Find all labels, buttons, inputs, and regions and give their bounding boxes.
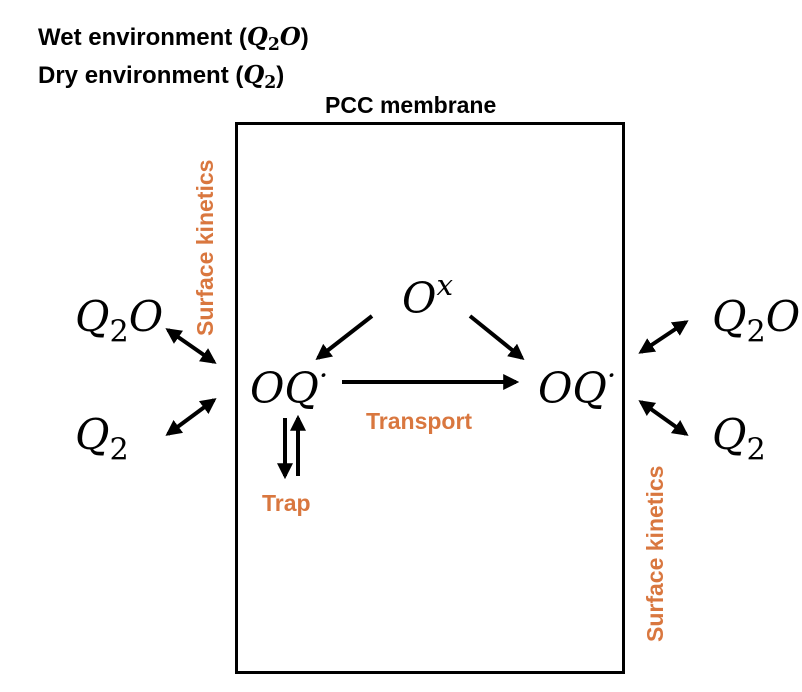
membrane-title: PCC membrane	[325, 92, 497, 118]
legend-wet-text: Wet environment (	[38, 24, 247, 51]
legend-wet-formula: Q2O	[246, 22, 301, 56]
legend-dry-formula: Q2	[243, 60, 277, 94]
legend-wet: Wet environment (Q2O)	[38, 22, 309, 56]
q2-left: Q2	[75, 410, 129, 468]
legend-dry: Dry environment (Q2)	[38, 60, 285, 94]
trap-label: Trap	[262, 490, 311, 516]
arrow-ox-to-oq-right	[468, 314, 525, 361]
double-arrow-q2o-left	[165, 328, 217, 364]
legend-dry-text: Dry environment (	[38, 62, 244, 89]
double-arrow-q2-left	[165, 398, 217, 436]
double-arrow-q2-right	[638, 400, 689, 436]
membrane-box	[235, 122, 625, 674]
transport-label: Transport	[366, 408, 473, 434]
q2-right: Q2	[712, 410, 766, 468]
q2o-right: Q2O	[712, 292, 801, 350]
oq-right: OQ·	[538, 358, 617, 413]
arrow-ox-to-oq-left	[315, 314, 374, 360]
q2o-left: Q2O	[75, 292, 164, 350]
oq-left: OQ·	[250, 358, 329, 413]
double-arrow-q2o-right	[638, 320, 689, 354]
ox-species: Ox	[402, 268, 454, 323]
